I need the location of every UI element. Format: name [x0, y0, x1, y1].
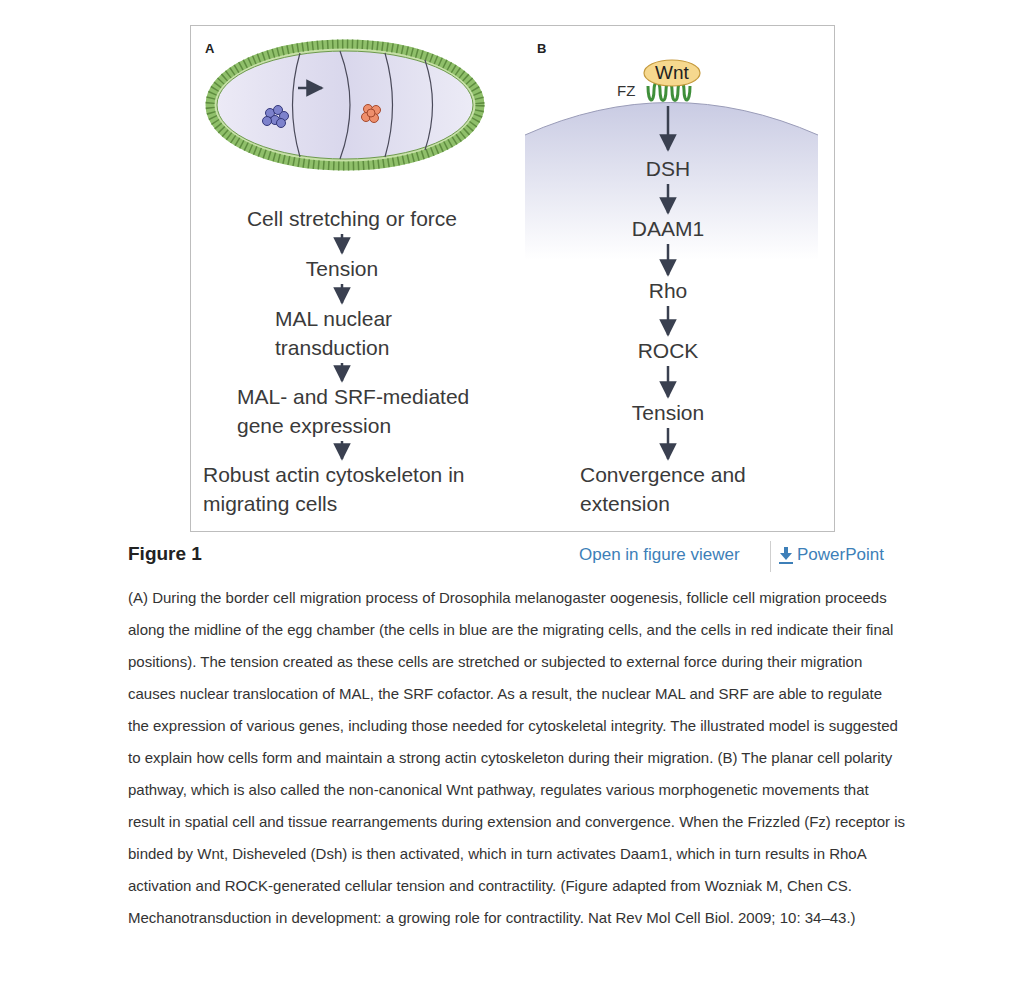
flow-arrow [667, 244, 670, 275]
figure-frame [191, 26, 835, 532]
step-text: MAL- and SRF-mediated gene expression [237, 382, 499, 440]
step-text: Wnt [643, 59, 701, 87]
panel-letter: B [537, 41, 546, 56]
step-text: Rho [649, 276, 688, 305]
flow-arrow [667, 306, 670, 335]
step-text: DAAM1 [632, 214, 704, 243]
panel-letter: A [205, 41, 214, 56]
pathway-step: ROCK [638, 336, 699, 365]
flow-arrow [667, 366, 670, 397]
figure-caption: (A) During the border cell migration pro… [128, 582, 906, 934]
pathway-step: Rho [649, 276, 688, 305]
step-text: DSH [646, 154, 690, 183]
step-text: Convergence and extension [580, 460, 792, 518]
pathway-step: Tension [632, 398, 704, 427]
link-text: PowerPoint [797, 545, 884, 565]
flow-arrow [341, 363, 344, 381]
figure-title: Figure 1 [128, 543, 202, 565]
pathway-step: MAL nuclear transduction [275, 304, 445, 362]
step-text: Robust actin cytoskeleton in migrating c… [203, 460, 503, 518]
ligand-ellipse: Wnt [643, 59, 701, 87]
flow-arrow [341, 234, 344, 253]
pathway-step: Cell stretching or force [247, 204, 457, 233]
flow-arrow [667, 428, 670, 459]
flow-arrow [667, 184, 670, 213]
step-text: Tension [632, 398, 704, 427]
pathway-step: Tension [306, 254, 378, 283]
link-text: Open in figure viewer [579, 545, 740, 565]
flow-arrow [341, 284, 344, 303]
download-icon [779, 547, 793, 564]
link-divider [770, 541, 771, 572]
receptor-name: FZ [617, 82, 635, 99]
pathway-step: DAAM1 [632, 214, 704, 243]
step-text: ROCK [638, 336, 699, 365]
egg-chamber [210, 44, 480, 166]
pathway-step: Convergence and extension [580, 460, 792, 518]
pathway-step: DSH [646, 154, 690, 183]
step-text: Tension [306, 254, 378, 283]
step-text: Cell stretching or force [247, 204, 457, 233]
pathway-step: Robust actin cytoskeleton in migrating c… [203, 460, 503, 518]
cell-surface [525, 83, 818, 261]
pathway-step: MAL- and SRF-mediated gene expression [237, 382, 499, 440]
flow-arrow [341, 441, 344, 459]
step-text: MAL nuclear transduction [275, 304, 445, 362]
